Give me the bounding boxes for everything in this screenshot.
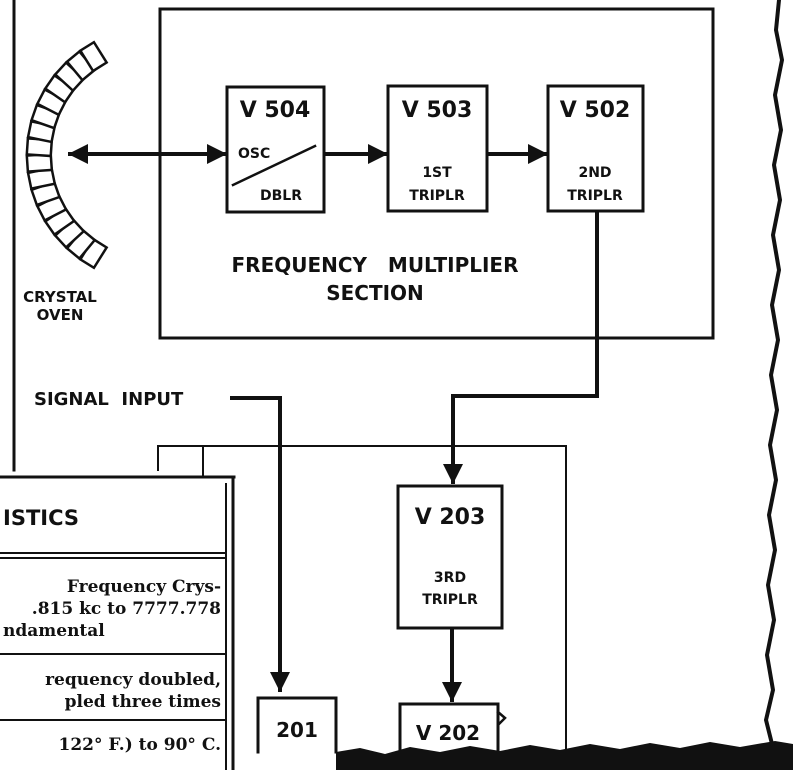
v203-name: V 203	[415, 505, 486, 530]
tube-201-name: 201	[276, 718, 318, 742]
char-row3-line1: 122° F.) to 90° C.	[59, 735, 221, 755]
char-row2-line1: requency doubled,	[45, 670, 221, 690]
v202-name: V 202	[416, 721, 480, 745]
v502-line2: TRIPLR	[567, 188, 623, 204]
v502-line1: 2ND	[578, 165, 611, 181]
char-row1-line2: .815 kc to 7777.778	[32, 599, 221, 619]
v504-diagonal	[231, 144, 317, 187]
tube-201-box	[256, 696, 338, 754]
section-label-line2: SECTION	[326, 281, 424, 305]
torn-edge-right	[763, 0, 785, 747]
characteristics-table	[0, 475, 236, 770]
torn-edge-bottom	[336, 741, 793, 770]
section-label-line1: FREQUENCY MULTIPLIER	[232, 253, 519, 277]
torn-edge-v202	[496, 710, 507, 726]
v503-line2: TRIPLR	[409, 188, 465, 204]
v503-box	[386, 84, 489, 213]
v502-name: V 502	[560, 98, 631, 123]
crystal-oven-label-line2: OVEN	[37, 306, 84, 324]
v504-osc-label: OSC	[238, 146, 270, 162]
v203-line2: TRIPLR	[422, 592, 478, 608]
v502-to-v203-line	[443, 210, 599, 484]
crystal-oven-segment	[78, 40, 109, 73]
v504-box	[225, 85, 326, 214]
crystal-oven-icon	[25, 40, 109, 270]
crystal-oven-label-line1: CRYSTAL	[23, 288, 97, 306]
v504-name: V 504	[240, 98, 311, 123]
signal-input-label: SIGNAL INPUT	[34, 389, 184, 410]
v202-box	[398, 702, 500, 762]
characteristics-title: ISTICS	[3, 506, 79, 530]
char-row2-line2: pled three times	[65, 692, 221, 712]
v504-dblr-label: DBLR	[260, 188, 302, 204]
frequency-multiplier-section-box	[158, 7, 715, 340]
v503-name: V 503	[402, 98, 473, 123]
signal-input-line	[230, 396, 290, 692]
v203-line1: 3RD	[434, 570, 466, 586]
char-row1-line3: ndamental	[3, 621, 105, 641]
char-row1-line1: Frequency Crys-	[67, 577, 221, 597]
v503-line1: 1ST	[422, 165, 452, 181]
lower-enclosure-line	[157, 445, 567, 749]
